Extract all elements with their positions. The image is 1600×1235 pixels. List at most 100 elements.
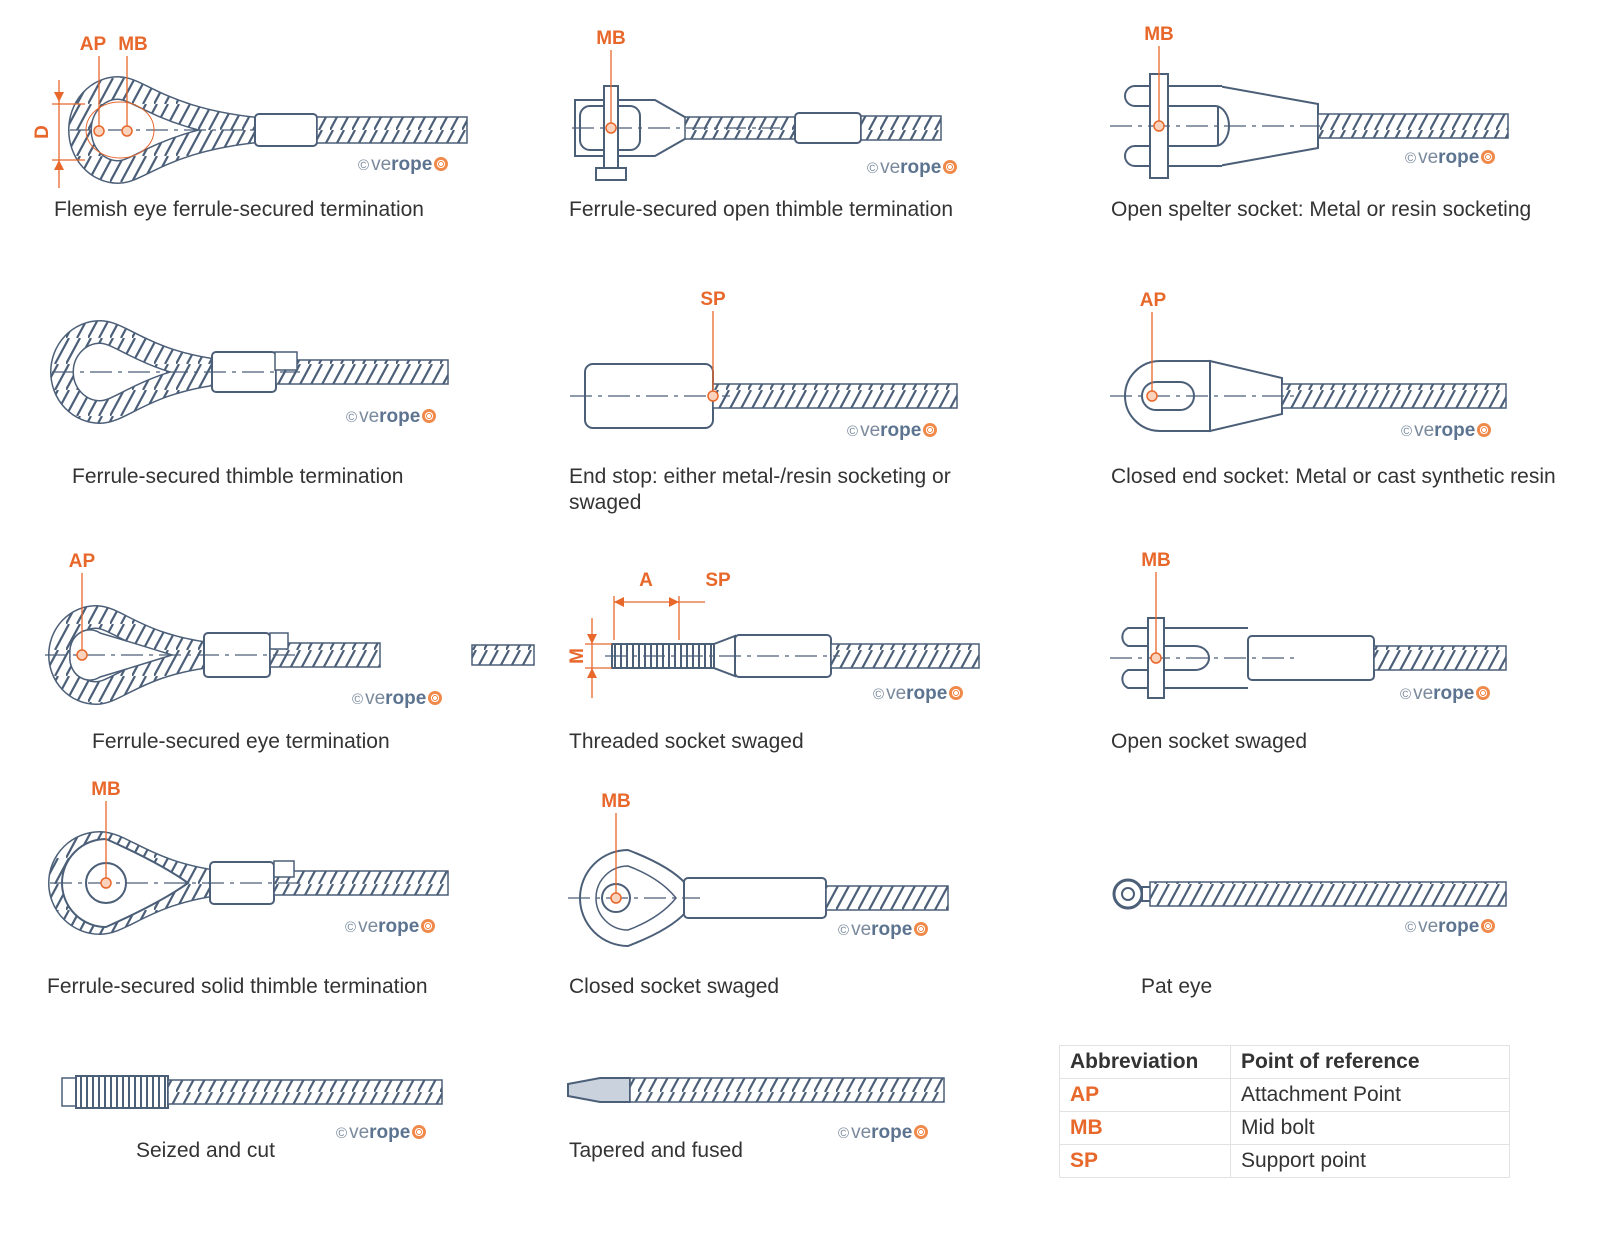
reference-point bbox=[605, 122, 617, 134]
rope-eye bbox=[50, 320, 232, 424]
caption-closed-socket-swaged: Closed socket swaged bbox=[569, 975, 780, 998]
arrow-head bbox=[587, 668, 597, 678]
reference-point bbox=[100, 877, 112, 889]
strand-logo-icon bbox=[422, 409, 437, 423]
nut bbox=[595, 167, 627, 181]
strand-logo-icon bbox=[1481, 919, 1496, 933]
strand-logo-icon bbox=[1481, 150, 1496, 164]
eye-hole bbox=[601, 883, 631, 913]
verope-logo: ©verope bbox=[873, 683, 964, 705]
strand-logo-icon bbox=[1476, 686, 1491, 700]
table-row: AP Attachment Point bbox=[1059, 1078, 1510, 1112]
table-row: MB Mid bolt bbox=[1059, 1111, 1510, 1145]
swaged-sleeve bbox=[734, 634, 832, 678]
table-header: Abbreviation bbox=[1059, 1045, 1231, 1079]
wire-rope bbox=[269, 642, 381, 668]
reference-label-ap: AP bbox=[80, 34, 107, 55]
strand-logo-icon bbox=[421, 919, 436, 933]
strand-logo-icon bbox=[923, 423, 938, 437]
rope-eye-strands bbox=[51, 321, 232, 423]
rope-tail bbox=[269, 632, 289, 650]
pat-eye-shank bbox=[1141, 886, 1173, 902]
reference-label-sp: SP bbox=[700, 289, 726, 310]
strand-logo-icon bbox=[412, 1125, 427, 1139]
solid-thimble bbox=[61, 837, 190, 929]
pin bbox=[1147, 617, 1165, 699]
rope-eye-strands bbox=[69, 77, 271, 183]
reference-point bbox=[121, 125, 133, 137]
caption-open-thimble: Ferrule-secured open thimble termination bbox=[569, 198, 954, 221]
wire-rope bbox=[273, 870, 449, 896]
bolt bbox=[603, 85, 619, 171]
closed-socket-eye bbox=[579, 848, 687, 948]
rope-tail bbox=[274, 351, 298, 371]
wire-rope bbox=[684, 116, 796, 140]
abbreviation-table: Abbreviation Point of reference AP Attac… bbox=[1059, 1045, 1510, 1178]
open-thimble-body bbox=[574, 99, 691, 157]
reference-label-mb: MB bbox=[1144, 24, 1174, 45]
eye-hole bbox=[1141, 381, 1195, 411]
wire-rope bbox=[1149, 881, 1507, 907]
shoulder bbox=[713, 634, 736, 678]
caption-eye: Ferrule-secured eye termination bbox=[92, 730, 390, 753]
reference-point bbox=[1150, 652, 1162, 664]
wire-rope bbox=[275, 359, 449, 385]
strand-logo-icon bbox=[949, 686, 964, 700]
caption-closed-end-socket: Closed end socket: Metal or cast synthet… bbox=[1111, 465, 1556, 488]
meaning-cell: Support point bbox=[1230, 1144, 1510, 1178]
open-socket-jaw bbox=[1121, 627, 1248, 689]
socket-cone bbox=[1217, 84, 1319, 168]
wire-rope bbox=[825, 885, 949, 911]
reference-point bbox=[1146, 390, 1158, 402]
arrow-head bbox=[54, 160, 64, 170]
table-row: SP Support point bbox=[1059, 1144, 1510, 1178]
verope-logo: ©verope bbox=[838, 919, 929, 941]
reference-label-a: A bbox=[639, 570, 653, 591]
spelter-jaw bbox=[1124, 85, 1230, 167]
verope-logo: ©verope bbox=[1405, 147, 1496, 169]
socket-cone bbox=[1209, 359, 1283, 433]
wire-rope bbox=[1281, 383, 1507, 409]
closed-socket-inner bbox=[595, 865, 677, 931]
rope-end bbox=[61, 1077, 81, 1107]
reference-label-mb: MB bbox=[91, 779, 121, 800]
pat-eye-hole bbox=[1121, 887, 1135, 901]
pat-eye-ring bbox=[1112, 878, 1144, 910]
verope-logo: ©verope bbox=[346, 406, 437, 428]
wire-rope bbox=[471, 644, 535, 666]
caption-open-socket-swaged: Open socket swaged bbox=[1111, 730, 1308, 753]
ferrule bbox=[203, 632, 271, 678]
abbr-cell: SP bbox=[1059, 1144, 1231, 1178]
rope-tail bbox=[273, 860, 295, 878]
strand-logo-icon bbox=[914, 922, 929, 936]
verope-logo: ©verope bbox=[1400, 683, 1491, 705]
strand-logo-icon bbox=[434, 157, 449, 171]
table-header: Point of reference bbox=[1230, 1045, 1510, 1079]
end-stop-body bbox=[584, 363, 714, 429]
caption-solid-thimble: Ferrule-secured solid thimble terminatio… bbox=[47, 975, 428, 998]
reference-point bbox=[610, 892, 622, 904]
reference-label-ap: AP bbox=[1140, 290, 1167, 311]
reference-label-mb: MB bbox=[601, 791, 631, 812]
reference-point bbox=[707, 390, 719, 402]
meaning-cell: Attachment Point bbox=[1230, 1078, 1510, 1112]
reference-label-sp: SP bbox=[705, 570, 731, 591]
verope-logo: ©verope bbox=[345, 916, 436, 938]
swaged-sleeve bbox=[1247, 635, 1375, 681]
swaged-sleeve bbox=[683, 877, 827, 919]
pin bbox=[1149, 73, 1169, 179]
ferrule bbox=[794, 112, 862, 144]
caption-end-stop: End stop: either metal-/resin socketing … bbox=[569, 465, 951, 514]
tapered-end bbox=[567, 1077, 631, 1103]
verope-logo: ©verope bbox=[838, 1122, 929, 1144]
wire-rope bbox=[860, 115, 942, 141]
seizing-wire bbox=[75, 1075, 169, 1109]
reference-label-d: D bbox=[32, 125, 53, 139]
rope-eye bbox=[68, 76, 271, 184]
caption-seized-cut: Seized and cut bbox=[136, 1139, 275, 1162]
rope-eye-strands bbox=[49, 606, 222, 704]
ferrule bbox=[254, 113, 318, 147]
caption-flemish-eye: Flemish eye ferrule-secured termination bbox=[54, 198, 424, 221]
strand-logo-icon bbox=[1477, 423, 1492, 437]
strand-logo-icon bbox=[943, 160, 958, 174]
